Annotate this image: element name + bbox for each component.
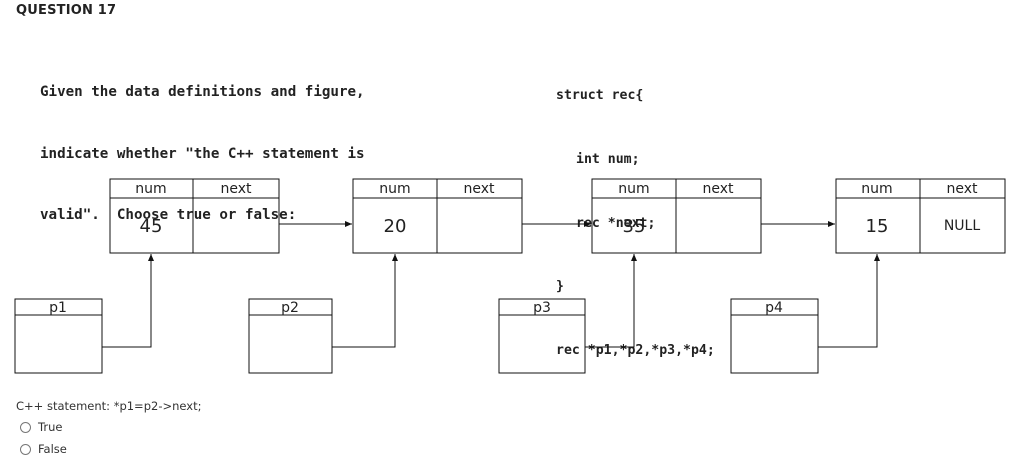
node-next-label: next	[220, 181, 252, 197]
node-num-value: 35	[623, 216, 646, 237]
code-line: int num;	[576, 152, 640, 167]
pointer-label: p2	[281, 300, 299, 316]
prompt-line: valid". Choose true or false:	[40, 207, 297, 223]
node-num-value: 20	[384, 216, 407, 237]
pointer-label: p4	[765, 300, 783, 316]
pointer-arrow	[585, 254, 637, 348]
option-label: False	[38, 442, 67, 456]
code-line: struct rec{	[556, 88, 644, 104]
pointer-arrow	[818, 254, 880, 348]
radio-false[interactable]	[20, 443, 31, 455]
option-false[interactable]: False	[20, 441, 67, 457]
pointer-box-p3	[498, 298, 586, 374]
list-node-1	[109, 178, 280, 254]
node-next-value: NULL	[944, 218, 981, 234]
prompt-line: indicate whether "the C++ statement is	[40, 145, 365, 162]
question-title: QUESTION 17	[16, 3, 117, 18]
pointer-box-p4	[730, 298, 819, 374]
node-next-label: next	[946, 181, 978, 197]
node-next-label: next	[463, 181, 495, 197]
prompt-line: Given the data definitions and figure,	[40, 84, 365, 100]
question-prompt: Given the data definitions and figure, i…	[40, 41, 500, 246]
node-num-label: num	[618, 181, 649, 197]
struct-definition: struct rec{ int num; rec *next; } rec *p…	[556, 43, 715, 382]
pointer-label: p1	[49, 300, 67, 316]
pointer-box-p1	[14, 298, 103, 374]
pointer-label: p3	[533, 300, 551, 316]
list-node-2	[352, 178, 523, 254]
node-num-label: num	[861, 181, 892, 197]
linked-list-diagram: num next num next num next num next 45 2…	[14, 178, 1006, 374]
cpp-statement: C++ statement: *p1=p2->next;	[16, 399, 202, 413]
option-label: True	[38, 420, 63, 434]
pointer-arrow	[102, 254, 154, 348]
pointer-box-p2	[248, 298, 333, 374]
radio-true[interactable]	[20, 421, 31, 433]
pointer-arrow	[332, 254, 398, 348]
node-num-value: 15	[866, 216, 889, 237]
list-node-4	[835, 178, 1006, 254]
code-line: }	[556, 279, 564, 295]
node-num-label: num	[379, 181, 410, 197]
node-next-label: next	[702, 181, 734, 197]
node-num-value: 45	[140, 216, 163, 237]
list-node-3	[591, 178, 762, 254]
node-num-label: num	[135, 181, 166, 197]
option-true[interactable]: True	[20, 419, 62, 435]
